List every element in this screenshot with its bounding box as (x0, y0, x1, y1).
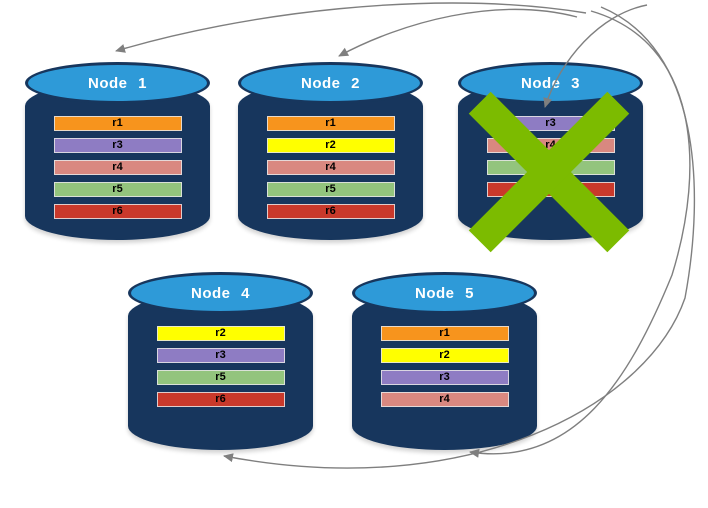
node-5-replica-list: r1 r2 r3 r4 (380, 326, 509, 407)
replica-bar-r6: r6 (156, 392, 285, 407)
replica-bar-r6: r6 (266, 204, 395, 219)
replica-bar-r4: r4 (380, 392, 509, 407)
replica-bar-r3: r3 (156, 348, 285, 363)
arrow-node3-to-node1 (115, 2, 587, 53)
replica-bar-r5: r5 (266, 182, 395, 197)
node-4-cylinder-top: Node 4 (128, 272, 313, 314)
replica-bar-r4: r4 (266, 160, 395, 175)
replica-bar-r2: r2 (266, 138, 395, 153)
node-1-cylinder-top: Node 1 (25, 62, 210, 104)
node-5-cylinder-top: Node 5 (352, 272, 537, 314)
replica-bar-r3: r3 (486, 116, 615, 131)
node-1: Node 1 r1 r3 r4 r5 r6 (25, 62, 210, 242)
node-2-replica-list: r1 r2 r4 r5 r6 (266, 116, 395, 219)
replica-bar-r4: r4 (486, 138, 615, 153)
replica-bar-r6: r6 (486, 182, 615, 197)
node-4: Node 4 r2 r3 r5 r6 (128, 272, 313, 452)
arrow-node3-to-node2 (338, 8, 578, 57)
replica-bar-r5: r5 (53, 182, 182, 197)
node-5: Node 5 r1 r2 r3 r4 (352, 272, 537, 452)
node-3-label: Node 3 (520, 74, 580, 92)
replica-bar-r3: r3 (53, 138, 182, 153)
replica-bar-r2: r2 (380, 348, 509, 363)
node-4-replica-list: r2 r3 r5 r6 (156, 326, 285, 407)
node-4-label: Node 4 (190, 284, 250, 302)
node-2-label: Node 2 (300, 74, 360, 92)
replica-bar-r2: r2 (156, 326, 285, 341)
node-1-replica-list: r1 r3 r4 r5 r6 (53, 116, 182, 219)
replica-bar-r1: r1 (266, 116, 395, 131)
replica-bar-r6: r6 (53, 204, 182, 219)
replica-bar-r4: r4 (53, 160, 182, 175)
node-5-label: Node 5 (414, 284, 474, 302)
replica-bar-r5: r5 (156, 370, 285, 385)
node-2: Node 2 r1 r2 r4 r5 r6 (238, 62, 423, 242)
node-3-cylinder-top: Node 3 (458, 62, 643, 104)
node-1-label: Node 1 (87, 74, 147, 92)
node-3: Node 3 r3 r4 r5 r6 (458, 62, 643, 242)
replica-bar-r3: r3 (380, 370, 509, 385)
replica-bar-r1: r1 (53, 116, 182, 131)
replica-bar-r5: r5 (486, 160, 615, 175)
node-2-cylinder-top: Node 2 (238, 62, 423, 104)
node-3-replica-list: r3 r4 r5 r6 (486, 116, 615, 197)
replica-bar-r1: r1 (380, 326, 509, 341)
